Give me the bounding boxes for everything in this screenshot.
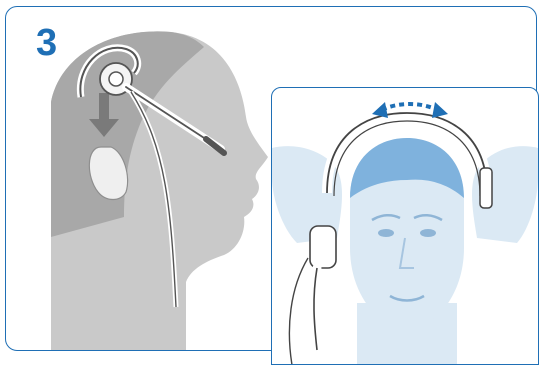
step-panel-front-view	[271, 87, 539, 365]
headset-earpiece-mic	[289, 226, 336, 365]
right-eye	[420, 229, 436, 237]
left-eye	[378, 229, 394, 237]
front-view-illustration	[272, 88, 538, 365]
step-number: 3	[36, 24, 57, 62]
